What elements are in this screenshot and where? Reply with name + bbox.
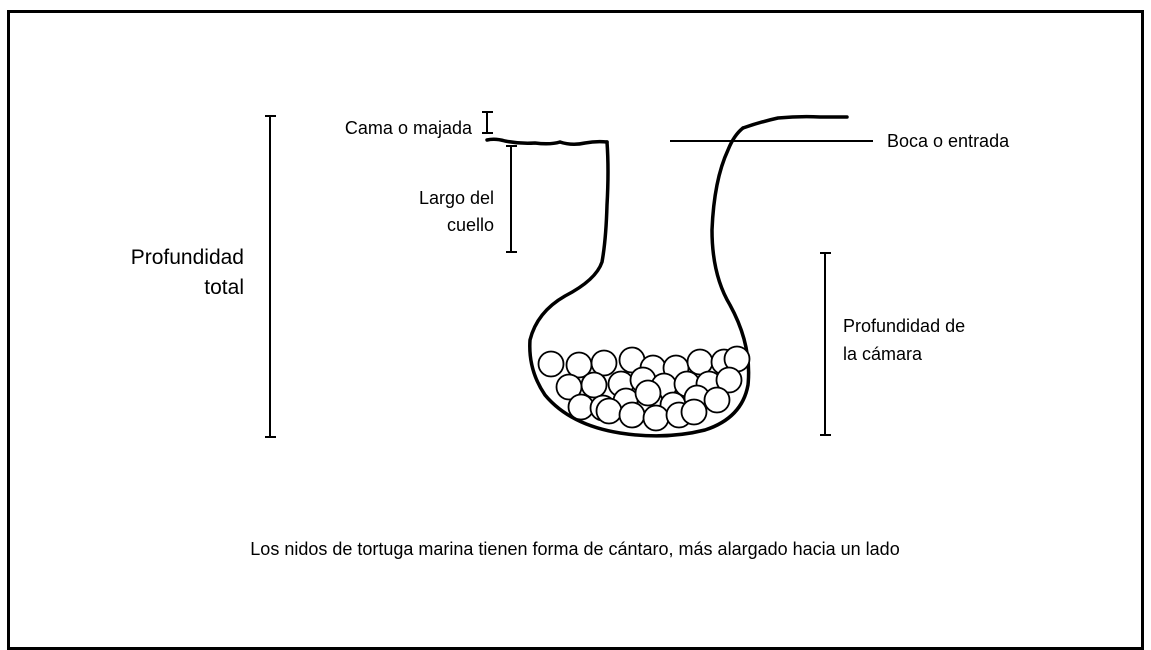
egg xyxy=(703,386,731,414)
label-total-depth-line2: total xyxy=(204,276,244,299)
eggs-group xyxy=(537,345,751,432)
label-neck-length-line2: cuello xyxy=(447,215,494,235)
ground-surface-left xyxy=(485,137,609,147)
figure-caption: Los nidos de tortuga marina tienen forma… xyxy=(250,539,899,559)
neck-length-bracket xyxy=(506,145,517,253)
label-bed: Cama o majada xyxy=(345,118,473,138)
label-total-depth-line1: Profundidad xyxy=(131,246,244,269)
bed-depth-bracket xyxy=(482,111,493,134)
chamber-depth-bracket xyxy=(820,252,831,436)
label-chamber-depth-line2: la cámara xyxy=(843,344,923,364)
egg xyxy=(715,366,743,394)
egg xyxy=(595,397,623,425)
nest-outline xyxy=(528,126,751,438)
egg xyxy=(618,401,646,429)
ground-surface-right xyxy=(741,114,849,130)
egg xyxy=(642,404,670,432)
egg xyxy=(680,398,708,426)
label-mouth: Boca o entrada xyxy=(887,131,1010,151)
egg xyxy=(634,379,662,407)
turtle-nest-diagram: Cama o majada Boca o entrada Largo del c… xyxy=(131,111,1010,559)
label-neck-length-line1: Largo del xyxy=(419,188,494,208)
egg xyxy=(580,371,608,399)
label-chamber-depth-line1: Profundidad de xyxy=(843,316,965,336)
total-depth-bracket xyxy=(265,115,276,438)
egg xyxy=(537,350,565,378)
egg xyxy=(590,349,618,377)
